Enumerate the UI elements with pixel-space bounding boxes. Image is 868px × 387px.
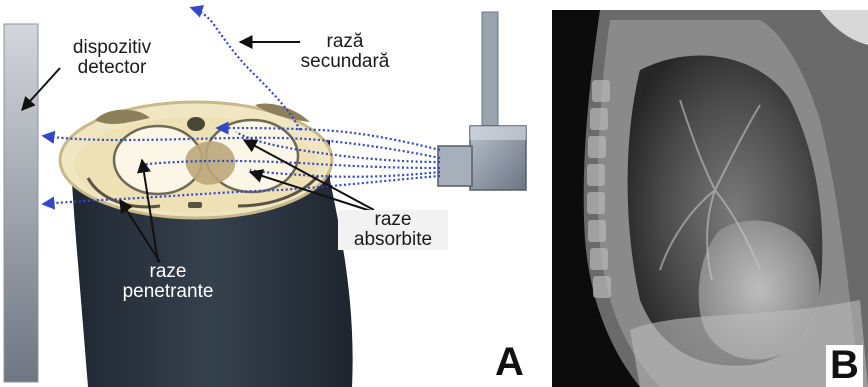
- absorbed-rays-label: raze absorbite: [338, 210, 448, 250]
- penetrating-rays-label: raze penetrante: [108, 262, 228, 302]
- secondary-ray-label-line2: secundară: [280, 52, 410, 72]
- detector-label-line2: detector: [52, 58, 172, 78]
- detector-plate: [4, 24, 38, 382]
- detector-label-line1: dispozitiv: [52, 38, 172, 58]
- secondary-ray-label: rază secundară: [280, 32, 410, 72]
- secondary-ray-label-line1: rază: [280, 32, 410, 52]
- penetrating-rays-label-line1: raze: [108, 262, 228, 282]
- absorbed-rays-label-line2: absorbite: [338, 230, 448, 250]
- panel-b-letter: B: [826, 345, 863, 387]
- panel-b: [552, 10, 868, 387]
- chest-cross-section: [60, 102, 332, 218]
- penetrating-rays-label-line2: penetrante: [108, 282, 228, 302]
- detector-label: dispozitiv detector: [52, 38, 172, 78]
- panel-a-letter: A: [495, 342, 524, 382]
- absorbed-rays-label-line1: raze: [338, 210, 448, 230]
